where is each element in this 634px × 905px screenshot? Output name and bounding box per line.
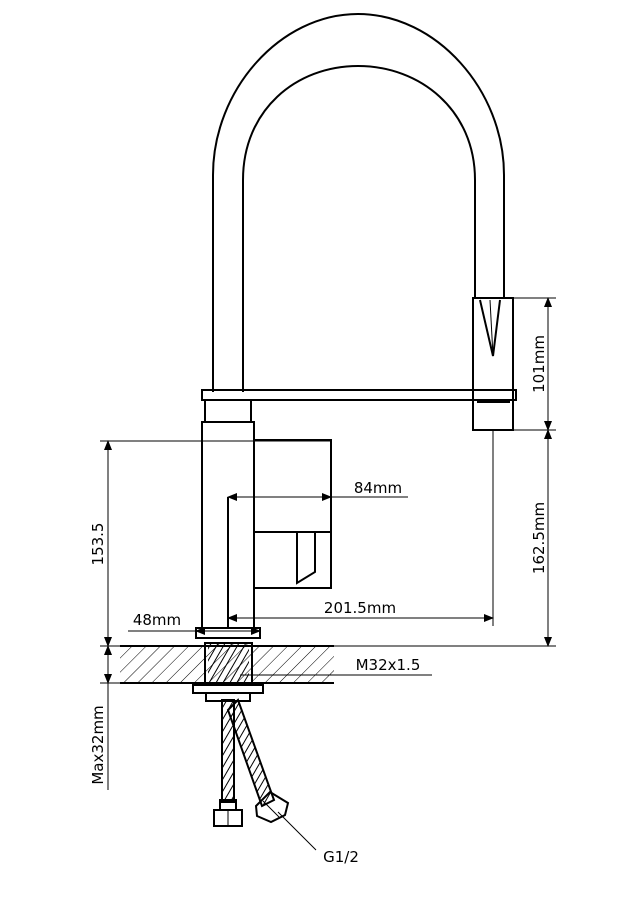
threaded-shank xyxy=(192,642,264,702)
thread-label: M32x1.5 xyxy=(356,656,421,674)
hose-connection-callout: G1/2 xyxy=(277,811,359,866)
dimension-spout-height: 101mm xyxy=(530,297,552,431)
spout-collar xyxy=(201,389,517,423)
countertop-section xyxy=(120,645,334,684)
handle-offset-label: 84mm xyxy=(354,479,402,497)
base-diameter-label: 48mm xyxy=(133,611,181,629)
spout-reach-height-label: 162.5mm xyxy=(530,502,548,574)
spout-reach-label: 201.5mm xyxy=(324,599,396,617)
braided-hoses xyxy=(221,698,276,808)
spray-head xyxy=(472,297,514,431)
dimension-handle-offset: 84mm xyxy=(227,479,408,501)
thread-callout: M32x1.5 xyxy=(240,656,432,676)
body-height-label: 153.5 xyxy=(89,523,107,566)
hose-nut-right xyxy=(254,790,290,824)
gooseneck-spout xyxy=(212,12,505,392)
dimension-base-diameter: 48mm xyxy=(128,611,261,635)
max-deck-label: Max32mm xyxy=(89,705,107,784)
dimension-spout-reach-height: 162.5mm xyxy=(530,429,552,647)
dimension-max-deck: Max32mm xyxy=(89,645,112,790)
mounting-flange xyxy=(195,627,261,639)
hose-connection-label: G1/2 xyxy=(323,848,359,866)
spout-height-label: 101mm xyxy=(530,335,548,393)
hose-nut-left xyxy=(213,799,243,827)
extension-lines xyxy=(100,297,556,684)
dimension-body-height: 153.5 xyxy=(89,440,112,647)
lever-handle xyxy=(254,439,332,589)
dimension-spout-reach: 201.5mm xyxy=(227,599,494,622)
